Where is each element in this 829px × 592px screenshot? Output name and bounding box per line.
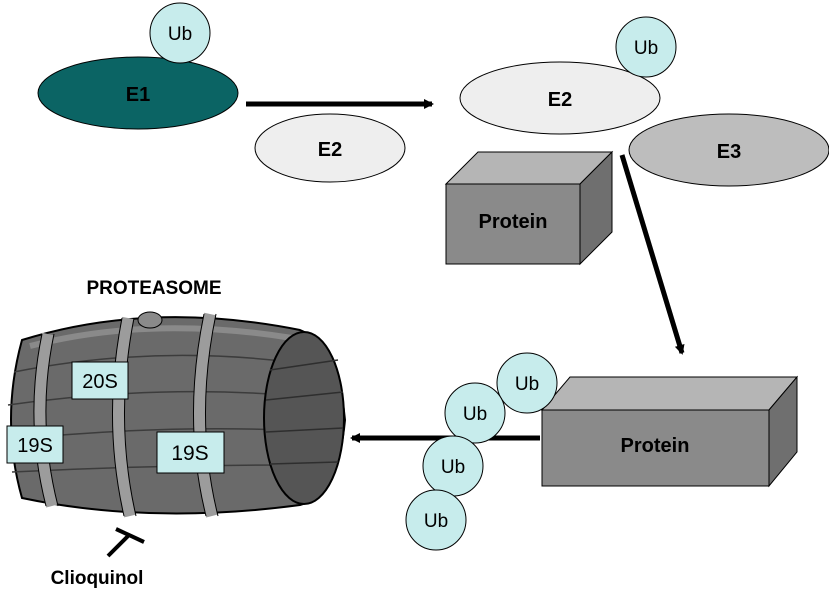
e1-label: E1 [126,84,150,106]
ub-label: Ub [441,457,465,478]
e3-label: E3 [717,141,741,163]
ub-chain-1: Ub [496,352,558,414]
proteasome-19s-left-label-box: 19S [6,425,64,464]
ub-chain-2: Ub [444,382,506,444]
ub-label: Ub [634,38,658,59]
ub-label: Ub [463,404,487,425]
cap-19s-right-label: 19S [171,442,208,465]
core-20s-label: 20S [82,371,118,393]
ub-label: Ub [515,374,539,395]
proteasome-19s-right-label-box: 19S [156,431,225,474]
ub-label: Ub [424,511,448,532]
inhibition-symbol [106,527,145,558]
protein-box-bottom: Protein [540,375,799,488]
clioquinol-label: Clioquinol [51,568,144,589]
e2-right-label: E2 [548,89,572,111]
proteasome-barrel [7,311,347,518]
ub-label: Ub [168,24,192,45]
protein-box-top: Protein [444,150,614,266]
protein-bottom-label: Protein [621,435,690,457]
ub-chain-4: Ub [405,489,467,551]
e2-left-node: E2 [254,113,406,183]
polyubiquitin-chain: Ub Ub Ub Ub [405,352,558,551]
e3-node: E3 [628,113,829,187]
arrow-to-ubiquitinated-protein [619,154,685,355]
ub-chain-3: Ub [422,435,484,497]
ub-on-e2: Ub [615,16,677,78]
proteasome-20s-label-box: 20S [71,361,129,400]
e1-node: E1 [37,56,239,130]
e2-left-label: E2 [318,139,342,161]
e2-right-node: E2 [459,61,661,135]
cap-19s-left-label: 19S [17,435,53,457]
protein-top-label: Protein [479,211,548,233]
proteasome-title: PROTEASOME [86,278,221,299]
ub-on-e1: Ub [149,2,211,64]
